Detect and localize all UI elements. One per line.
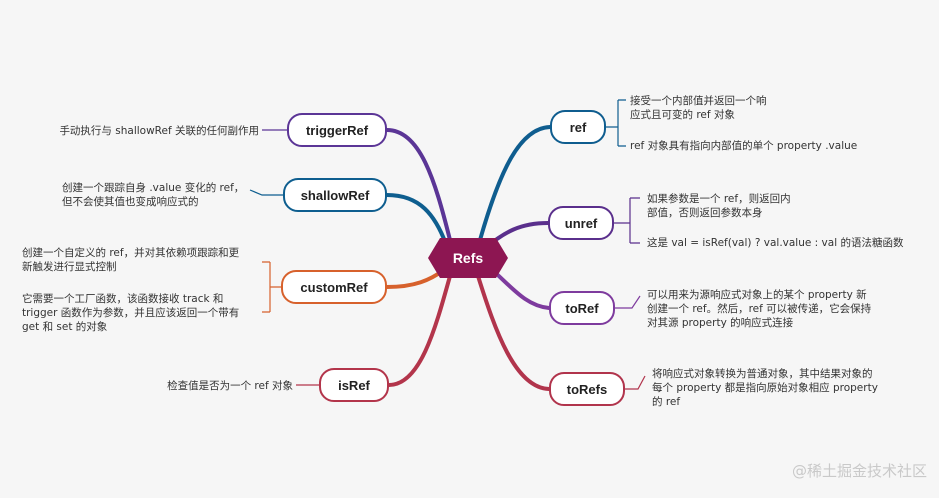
bracket-unref xyxy=(614,197,640,244)
bracket-ref xyxy=(606,99,626,147)
connector-torefs xyxy=(625,375,646,390)
center-node-label[interactable]: Refs xyxy=(452,250,484,266)
note-ref-1: 接受一个内部值并返回一个响 应式且可变的 ref 对象 xyxy=(630,95,767,121)
node-toref[interactable]: toRef xyxy=(549,291,615,325)
branch-ref xyxy=(478,125,552,242)
node-triggerref[interactable]: triggerRef xyxy=(287,113,387,147)
note-toref-1: 可以用来为源响应式对象上的某个 property 新 创建一个 ref。然后，r… xyxy=(647,289,872,329)
branch-isref xyxy=(387,274,452,387)
note-triggerref-1: 手动执行与 shallowRef 关联的任何副作用 xyxy=(59,125,259,137)
center-node-shape xyxy=(428,238,508,278)
node-isref[interactable]: isRef xyxy=(319,368,389,402)
connector-toref xyxy=(615,295,641,309)
bracket-customref xyxy=(262,261,281,313)
branch-shallowref xyxy=(385,193,448,246)
note-unref-2: 这是 val = isRef(val) ? val.value : val 的语… xyxy=(647,237,904,249)
node-ref[interactable]: ref xyxy=(550,110,606,144)
node-unref[interactable]: unref xyxy=(548,206,614,240)
note-brackets xyxy=(249,99,646,390)
branch-torefs xyxy=(476,274,551,391)
note-shallowref-1: 创建一个跟踪自身 .value 变化的 ref， 但不会使其值也变成响应式的 xyxy=(62,182,245,208)
note-ref-2: ref 对象具有指向内部值的单个 property .value xyxy=(630,140,858,152)
note-isref-1: 检查值是否为一个 ref 对象 xyxy=(167,380,293,392)
note-torefs-1: 将响应式对象转换为普通对象，其中结果对象的 每个 property 都是指向原始… xyxy=(652,368,878,408)
note-unref-1: 如果参数是一个 ref，则返回内 部值，否则返回参数本身 xyxy=(647,193,791,219)
node-customref[interactable]: customRef xyxy=(281,270,387,304)
branch-triggerref xyxy=(385,128,452,242)
connector-shallowref xyxy=(249,189,283,196)
node-shallowref[interactable]: shallowRef xyxy=(283,178,387,212)
watermark: @稀土掘金技术社区 xyxy=(791,462,927,480)
note-customref-1: 创建一个自定义的 ref，并对其依赖项跟踪和更 新触发进行显式控制 xyxy=(22,247,240,273)
node-torefs[interactable]: toRefs xyxy=(549,372,625,406)
note-customref-2: 它需要一个工厂函数，该函数接收 track 和 trigger 函数作为参数，并… xyxy=(22,293,240,333)
